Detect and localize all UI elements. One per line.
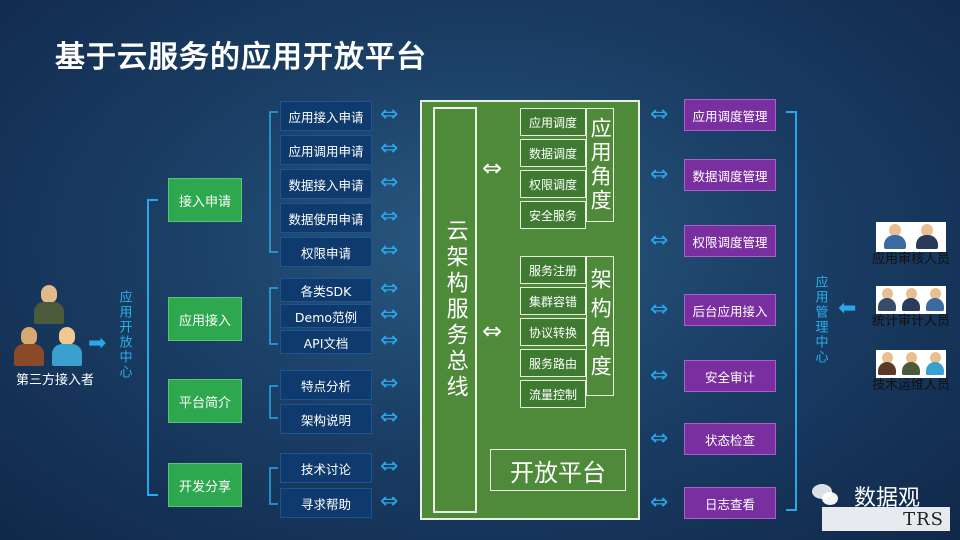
- service-security[interactable]: 安全服务: [520, 201, 586, 229]
- open-center-label: 应用开放中心: [116, 290, 132, 380]
- double-arrow-icon: ⇔: [380, 102, 399, 127]
- double-arrow-icon: ⇔: [650, 162, 669, 187]
- mgmt-security-audit[interactable]: 安全审计: [684, 360, 776, 392]
- double-arrow-icon: ⇔: [380, 371, 399, 396]
- actor-reviewer-label: 应用审核人员: [872, 252, 951, 267]
- app-perspective-label: 应用角度: [586, 108, 614, 222]
- person-icon: [924, 288, 946, 314]
- watermark-text: 数据观: [854, 486, 921, 511]
- service-cluster-fault[interactable]: 集群容错: [520, 287, 586, 315]
- double-arrow-icon: ⇔: [380, 302, 399, 327]
- mgmt-log-view[interactable]: 日志查看: [684, 487, 776, 519]
- actor-ops-label: 技术运维人员: [872, 378, 951, 393]
- double-arrow-icon: ⇔: [380, 454, 399, 479]
- item-seek-help[interactable]: 寻求帮助: [280, 488, 372, 518]
- double-arrow-icon: ⇔: [380, 489, 399, 514]
- double-arrow-icon: ⇔: [650, 228, 669, 253]
- service-data-schedule[interactable]: 数据调度: [520, 139, 586, 167]
- double-arrow-icon: ⇔: [650, 490, 669, 515]
- double-arrow-icon: ⇔: [380, 136, 399, 161]
- item-app-call-apply[interactable]: 应用调用申请: [280, 135, 372, 165]
- arch-perspective-label: 架构角度: [586, 256, 614, 396]
- double-arrow-icon: ⇔: [482, 154, 503, 182]
- person-icon: [14, 327, 44, 367]
- person-icon: [876, 288, 898, 314]
- person-icon: [900, 288, 922, 314]
- person-icon: [900, 352, 922, 378]
- item-sdk[interactable]: 各类SDK: [280, 278, 372, 302]
- arrow-left-icon: ⬅: [838, 296, 857, 321]
- service-permission-schedule[interactable]: 权限调度: [520, 170, 586, 198]
- group-app-access[interactable]: 应用接入: [168, 297, 242, 341]
- third-party-actor-group: 第三方接入者: [10, 285, 110, 395]
- trs-logo: TRS: [822, 507, 950, 531]
- person-icon: [912, 224, 942, 252]
- person-icon: [876, 352, 898, 378]
- double-arrow-icon: ⇔: [650, 363, 669, 388]
- double-arrow-icon: ⇔: [650, 426, 669, 451]
- mgmt-center-label: 应用管理中心: [812, 275, 828, 365]
- item-tech-discussion[interactable]: 技术讨论: [280, 453, 372, 483]
- mgmt-permission-schedule[interactable]: 权限调度管理: [684, 225, 776, 257]
- person-icon: [52, 327, 82, 367]
- double-arrow-icon: ⇔: [650, 297, 669, 322]
- double-arrow-icon: ⇔: [380, 276, 399, 301]
- item-arch-description[interactable]: 架构说明: [280, 404, 372, 434]
- service-flow-control[interactable]: 流量控制: [520, 380, 586, 408]
- right-bracket: [786, 111, 797, 511]
- ops-photo: [876, 350, 946, 378]
- person-icon: [880, 224, 910, 252]
- arrow-right-icon: ➡: [88, 331, 107, 356]
- item-feature-analysis[interactable]: 特点分析: [280, 370, 372, 400]
- group-access-apply[interactable]: 接入申请: [168, 178, 242, 222]
- item-api-doc[interactable]: API文档: [280, 330, 372, 354]
- mgmt-status-check[interactable]: 状态检查: [684, 423, 776, 455]
- item-demo[interactable]: Demo范例: [280, 304, 372, 328]
- reviewer-photo: [876, 222, 946, 252]
- item-data-access-apply[interactable]: 数据接入申请: [280, 169, 372, 199]
- item-data-use-apply[interactable]: 数据使用申请: [280, 203, 372, 233]
- wechat-icon: [812, 484, 840, 508]
- double-arrow-icon: ⇔: [380, 328, 399, 353]
- page-title: 基于云服务的应用开放平台: [55, 40, 427, 75]
- mgmt-backend-access[interactable]: 后台应用接入: [684, 294, 776, 326]
- person-icon: [34, 285, 64, 325]
- double-arrow-icon: ⇔: [380, 405, 399, 430]
- platform-footer: 开放平台: [490, 449, 626, 491]
- auditor-photo: [876, 286, 946, 314]
- service-bus: 云架构服务总线: [433, 107, 477, 513]
- item-app-access-apply[interactable]: 应用接入申请: [280, 101, 372, 131]
- double-arrow-icon: ⇔: [482, 317, 503, 345]
- double-arrow-icon: ⇔: [650, 102, 669, 127]
- service-app-schedule[interactable]: 应用调度: [520, 108, 586, 136]
- mgmt-data-schedule[interactable]: 数据调度管理: [684, 159, 776, 191]
- item-permission-apply[interactable]: 权限申请: [280, 237, 372, 267]
- actor-auditor-label: 统计审计人员: [872, 314, 951, 329]
- person-icon: [924, 352, 946, 378]
- third-party-label: 第三方接入者: [16, 373, 95, 388]
- service-registry[interactable]: 服务注册: [520, 256, 586, 284]
- left-bracket: [147, 199, 158, 496]
- group-platform-intro[interactable]: 平台简介: [168, 379, 242, 423]
- mgmt-app-schedule[interactable]: 应用调度管理: [684, 99, 776, 131]
- service-protocol-convert[interactable]: 协议转换: [520, 318, 586, 346]
- double-arrow-icon: ⇔: [380, 204, 399, 229]
- double-arrow-icon: ⇔: [380, 170, 399, 195]
- group-dev-share[interactable]: 开发分享: [168, 463, 242, 507]
- double-arrow-icon: ⇔: [380, 238, 399, 263]
- service-routing[interactable]: 服务路由: [520, 349, 586, 377]
- group-brackets: [269, 111, 278, 505]
